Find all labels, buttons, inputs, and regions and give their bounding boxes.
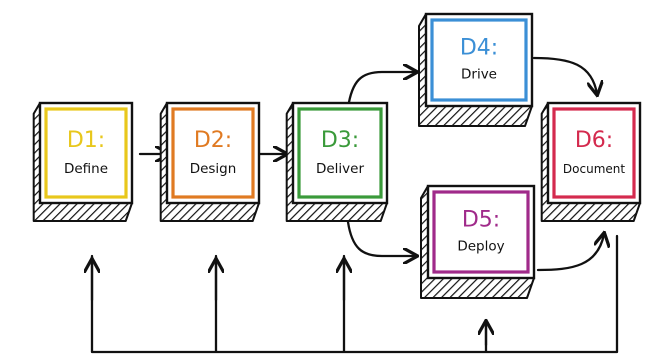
box-d4-frame xyxy=(430,18,528,102)
box-d2-frame xyxy=(171,107,255,199)
box-d5-name: Deploy xyxy=(457,238,504,254)
box-d3-frame xyxy=(297,107,383,199)
box-d1-face xyxy=(38,101,134,205)
box-d6-name: Document xyxy=(563,162,625,176)
box-d5-face xyxy=(426,184,536,280)
box-d4-face xyxy=(424,12,534,108)
boxes-layer: D1:DefineD2:DesignD3:DeliverD4:DriveD5:D… xyxy=(32,12,642,299)
box-d4-code: D4: xyxy=(460,35,498,60)
box-d6: D6: Document xyxy=(540,101,642,222)
arrow-d3-to-d4 xyxy=(346,72,416,110)
box-d1-frame xyxy=(44,107,128,199)
box-d6-face xyxy=(546,101,642,205)
arrow-d4-to-d6 xyxy=(532,56,597,94)
arrow-d3-to-d5 xyxy=(346,220,416,256)
box-d1: D1: Define xyxy=(32,101,134,222)
box-d6-frame xyxy=(552,107,636,199)
box-d6-code: D6: xyxy=(575,128,613,153)
box-d2-face xyxy=(165,101,261,205)
box-d4: D4: Drive xyxy=(418,12,534,127)
box-d1-name: Define xyxy=(64,161,108,177)
box-d3-code: D3: xyxy=(321,128,359,153)
box-d5: D5: Deploy xyxy=(420,184,536,299)
box-d5-code: D5: xyxy=(462,207,500,232)
box-d1-code: D1: xyxy=(67,128,105,153)
box-d3-face xyxy=(291,101,389,205)
connectors xyxy=(90,56,619,354)
box-d3-name: Deliver xyxy=(316,161,364,177)
box-d2-code: D2: xyxy=(194,128,232,153)
box-d4-name: Drive xyxy=(461,66,497,82)
feedback-loop-line xyxy=(90,234,619,354)
arrow-d5-to-d6 xyxy=(536,234,604,272)
box-d3: D3: Deliver xyxy=(285,101,389,222)
box-d5-frame xyxy=(432,190,530,274)
box-d2: D2: Design xyxy=(159,101,261,222)
box-d2-name: Design xyxy=(190,161,237,177)
